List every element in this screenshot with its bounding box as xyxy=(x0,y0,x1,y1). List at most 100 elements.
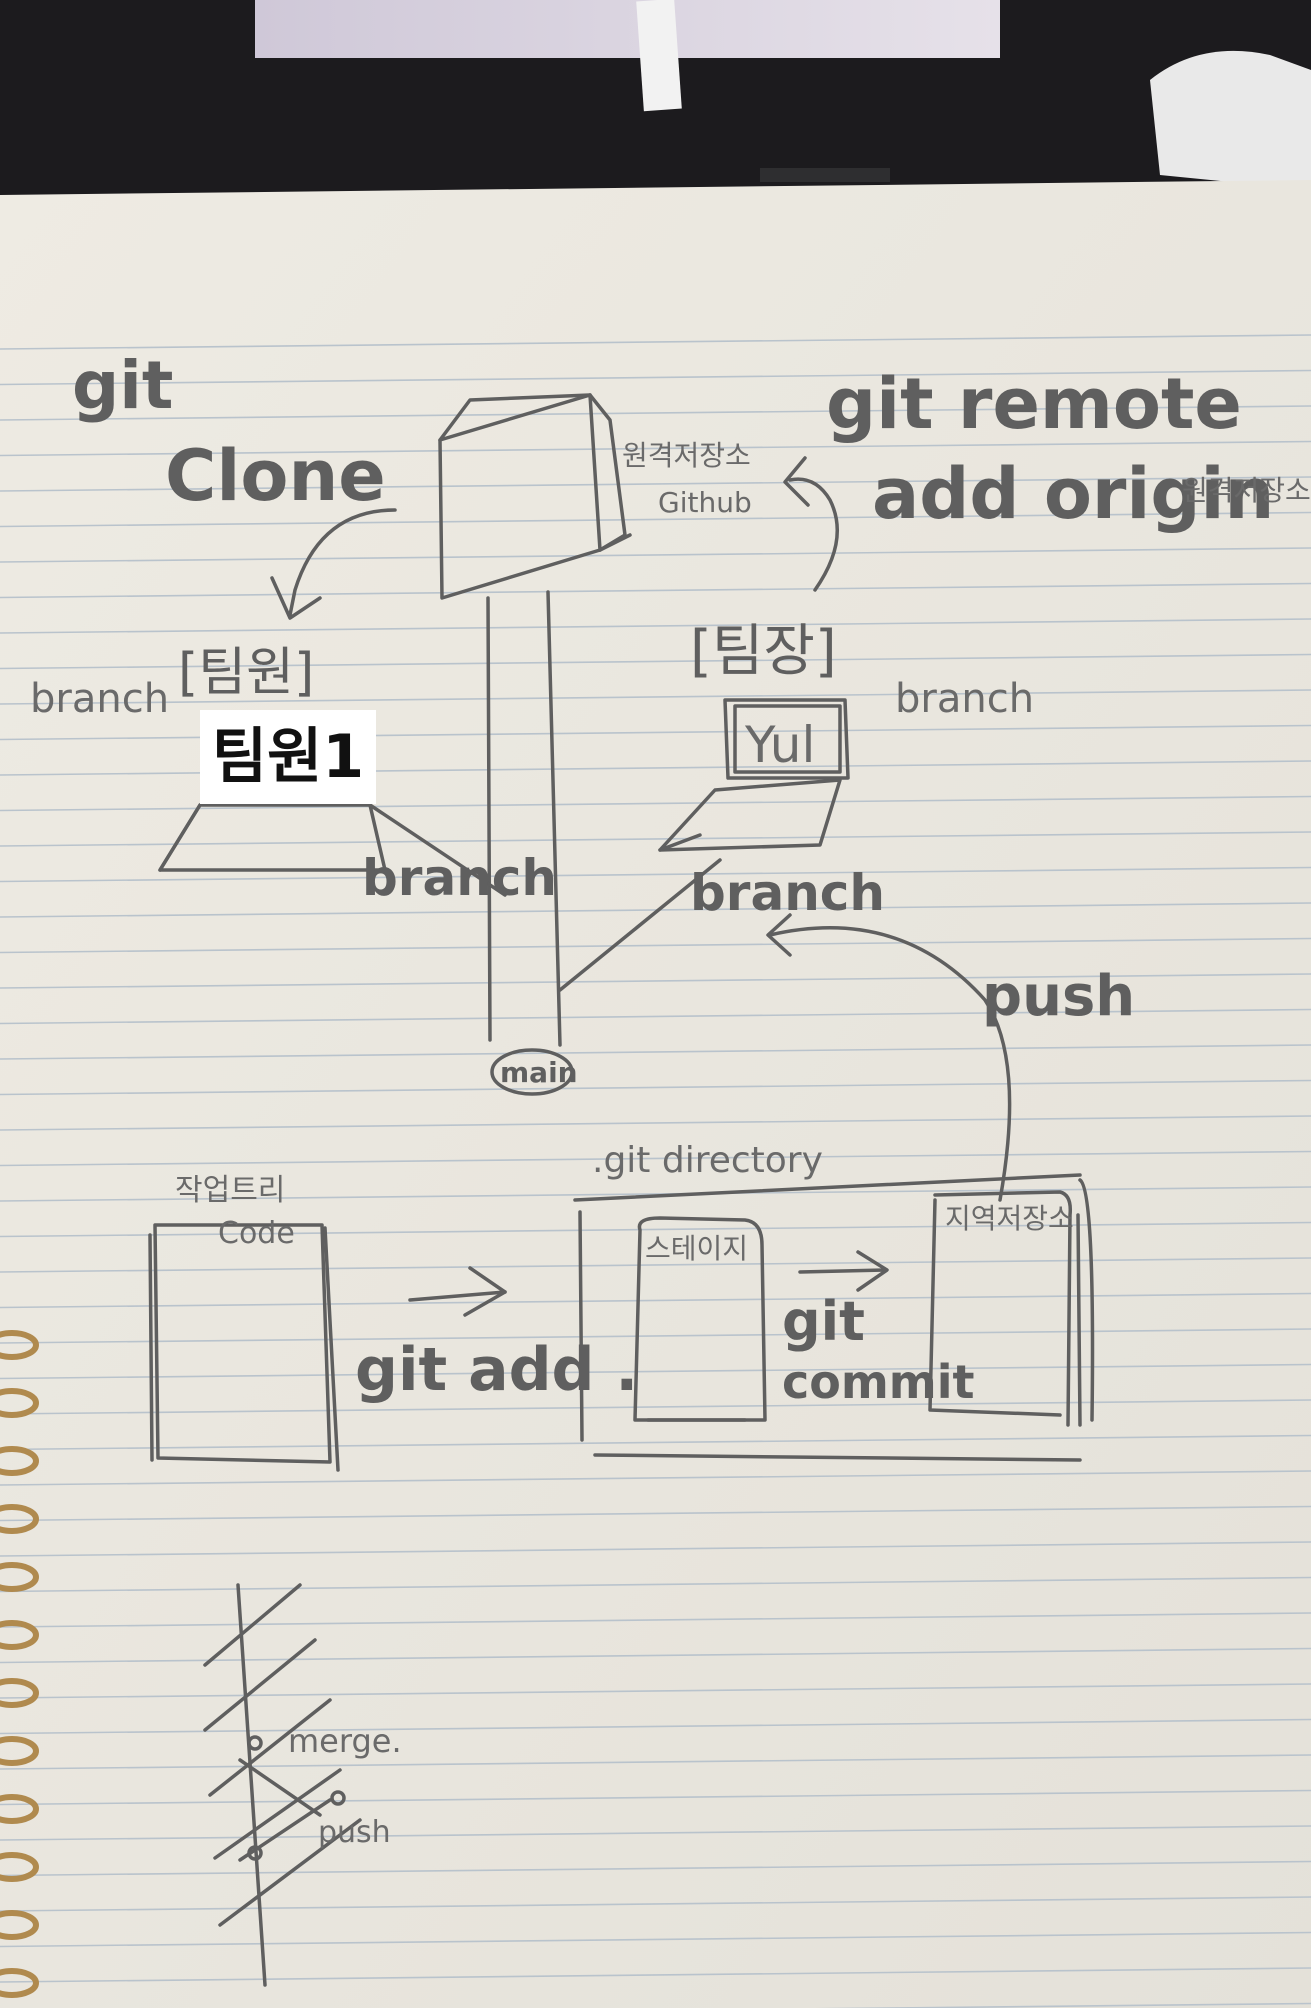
ruled-line xyxy=(0,1505,1311,1522)
branch-right: branch xyxy=(895,676,1034,722)
git-add-arrow xyxy=(408,1290,507,1302)
ruled-line xyxy=(0,1647,1311,1664)
git-directory-label: .git directory xyxy=(592,1140,823,1181)
paper-sheet xyxy=(0,180,1311,2008)
push-arrow xyxy=(768,926,1012,1202)
spiral-ring xyxy=(0,1968,39,1998)
staging-label: 스테이지 xyxy=(645,1232,748,1265)
main-trunk-left xyxy=(486,596,492,1042)
ruled-line xyxy=(0,1470,1311,1486)
leader-laptop-drawing xyxy=(658,698,850,852)
spiral-binding xyxy=(0,1330,39,1998)
branch-left: branch xyxy=(30,676,169,722)
git-clone-word1: git xyxy=(72,347,173,424)
ruled-line xyxy=(0,547,1311,563)
remote-arrow xyxy=(788,477,840,592)
git-add-label: git add . xyxy=(355,1335,638,1405)
local-repo-label: 지역저장소 xyxy=(945,1202,1074,1235)
ruled-line xyxy=(0,902,1311,918)
staging-box xyxy=(633,1216,767,1422)
ruled-line xyxy=(0,1896,1311,1912)
ruled-line xyxy=(0,1221,1311,1238)
spiral-ring xyxy=(0,1388,39,1418)
ruled-line xyxy=(0,1079,1311,1096)
git-directory-outline xyxy=(573,1173,1095,1462)
background-monitor xyxy=(0,0,1311,210)
member-laptop-drawing xyxy=(158,803,507,897)
ruled-line xyxy=(0,405,1311,421)
spiral-ring xyxy=(0,1794,39,1824)
remote-repo-line2: Github xyxy=(658,486,752,519)
commit-arrow xyxy=(798,1268,887,1274)
remote-repo-line1: 원격저장소 xyxy=(622,439,751,472)
spiral-ring xyxy=(0,1678,39,1708)
ruled-line xyxy=(0,1008,1311,1025)
monitor-screen xyxy=(255,0,1000,58)
git-clone-word2: Clone xyxy=(165,435,386,517)
main-label: main xyxy=(500,1056,578,1089)
member-label-box: 팀원1 xyxy=(200,710,376,804)
ruled-line xyxy=(0,1754,1311,1770)
ruled-line xyxy=(0,1541,1311,1557)
git-remote-suffix: 원격저장소 xyxy=(1182,474,1311,507)
spiral-ring xyxy=(0,1330,39,1360)
ruled-line xyxy=(0,831,1311,847)
ruled-line xyxy=(0,511,1311,528)
mouse xyxy=(1150,50,1311,190)
code-label: Code xyxy=(218,1216,295,1251)
ruled-line xyxy=(0,618,1311,634)
leader-name: Yul xyxy=(744,716,815,774)
push-label: push xyxy=(982,964,1135,1029)
git-remote-line2: add origin xyxy=(872,453,1274,535)
ruled-line xyxy=(0,1683,1311,1699)
ruled-line xyxy=(0,653,1311,670)
ruled-line xyxy=(0,1931,1311,1948)
github-box-drawing xyxy=(438,393,632,600)
trunk-to-leader xyxy=(558,858,722,992)
git-remote-line1: git remote xyxy=(826,363,1242,445)
ruled-line xyxy=(0,1860,1311,1877)
spiral-ring xyxy=(0,1620,39,1650)
leader-label: [팀장] xyxy=(690,619,837,684)
ruled-line xyxy=(0,937,1311,954)
ruled-lines xyxy=(0,334,1311,2008)
ruled-line xyxy=(0,1718,1311,1735)
ruled-line xyxy=(0,1576,1311,1593)
spiral-ring xyxy=(0,1446,39,1476)
sticky-tape xyxy=(636,0,682,112)
ruled-line xyxy=(0,1044,1311,1060)
ruled-line xyxy=(0,582,1311,599)
ruled-line xyxy=(0,476,1311,492)
ruled-line xyxy=(0,866,1311,883)
ruled-line xyxy=(0,1789,1311,1806)
ruled-line xyxy=(0,1150,1311,1167)
main-trunk-right xyxy=(546,590,562,1047)
ruled-line xyxy=(0,1612,1311,1628)
ruled-line xyxy=(0,369,1311,386)
ruled-line xyxy=(0,440,1311,457)
clone-arrow xyxy=(288,508,397,617)
local-repo-box xyxy=(928,1190,1082,1427)
spiral-ring xyxy=(0,1852,39,1882)
ruled-line xyxy=(814,2002,1311,2008)
working-tree-box xyxy=(148,1223,340,1472)
ruled-line xyxy=(0,1115,1311,1131)
ruled-line xyxy=(0,1967,1311,1983)
spiral-ring xyxy=(0,1504,39,1534)
member-label: [팀원] xyxy=(178,643,314,703)
ruled-line xyxy=(0,1186,1311,1202)
spiral-ring xyxy=(0,1562,39,1592)
push-label-bottom: push xyxy=(318,1815,391,1850)
git-commit-line2: commit xyxy=(782,1355,975,1409)
branch-mid-right: branch xyxy=(690,864,885,922)
ruled-line xyxy=(0,334,1311,350)
merge-label: merge. xyxy=(288,1722,402,1760)
ruled-line xyxy=(0,795,1311,812)
main-circle xyxy=(490,1048,574,1096)
branch-mid-left: branch xyxy=(362,849,557,907)
ruled-line xyxy=(0,1434,1311,1451)
ruled-line xyxy=(0,973,1311,989)
working-dir-label: 작업트리 xyxy=(175,1173,285,1208)
spiral-ring xyxy=(0,1736,39,1766)
